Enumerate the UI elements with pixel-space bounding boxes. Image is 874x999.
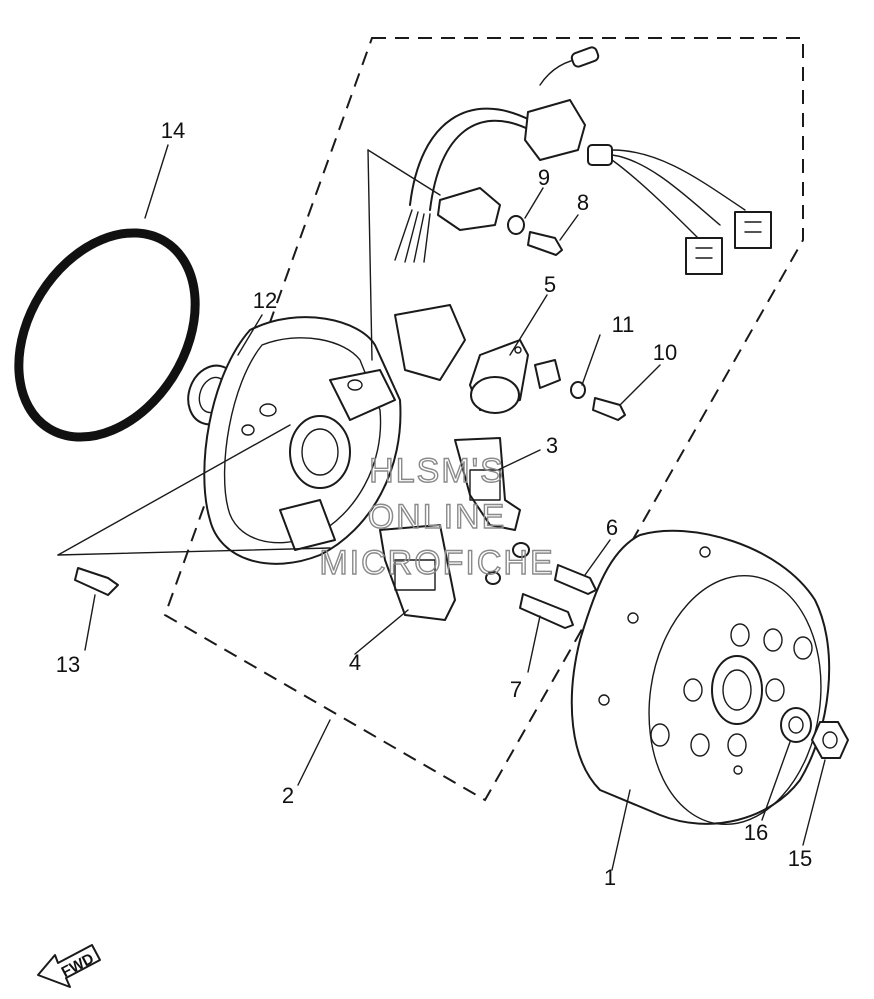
wire-harness <box>394 46 772 275</box>
stator-plate <box>203 316 402 565</box>
callout-10: 10 <box>653 340 677 365</box>
screw-6 <box>554 564 597 595</box>
watermark-line-3: MICROFICHE <box>319 544 554 582</box>
callout-3: 3 <box>546 433 558 458</box>
callout-6: 6 <box>606 515 618 540</box>
clip-part <box>534 359 561 389</box>
callout-2: 2 <box>282 783 294 808</box>
nut-15 <box>811 721 849 759</box>
washer-11 <box>570 381 586 399</box>
forward-arrow-icon: FWD <box>37 944 101 988</box>
leader-lines <box>57 144 826 871</box>
callout-15: 15 <box>788 846 812 871</box>
washer-9 <box>507 215 525 235</box>
callout-8: 8 <box>577 190 589 215</box>
assembly-boundary <box>163 37 804 802</box>
screw-8 <box>527 231 563 256</box>
watermark: HLSM'S ONLINE MICROFICHE <box>319 451 554 582</box>
callout-4: 4 <box>349 650 361 675</box>
screw-13 <box>74 567 119 596</box>
callout-5: 5 <box>544 272 556 297</box>
callout-16: 16 <box>744 820 768 845</box>
callout-13: 13 <box>56 652 80 677</box>
callout-7: 7 <box>510 677 522 702</box>
washer-16 <box>780 707 812 743</box>
charge-coil <box>454 437 521 531</box>
callout-1: 1 <box>604 865 616 890</box>
callout-labels: 1 2 3 4 5 6 7 8 9 10 11 12 13 14 15 16 <box>56 118 812 890</box>
wire-clamp <box>437 187 501 231</box>
flywheel-rotor <box>570 529 831 826</box>
watermark-line-2: ONLINE <box>368 498 507 536</box>
fwd-label: FWD <box>59 950 97 981</box>
washer-small <box>485 542 530 585</box>
callout-11: 11 <box>612 312 635 337</box>
watermark-line-1: HLSM'S <box>369 452 505 490</box>
pulser-coil <box>394 304 529 414</box>
o-ring <box>14 228 200 442</box>
callout-12: 12 <box>253 288 277 313</box>
screw-10 <box>592 397 626 421</box>
callout-14: 14 <box>161 118 185 143</box>
callout-9: 9 <box>538 165 550 190</box>
lighting-coil <box>379 524 456 621</box>
screw-7 <box>519 593 574 629</box>
